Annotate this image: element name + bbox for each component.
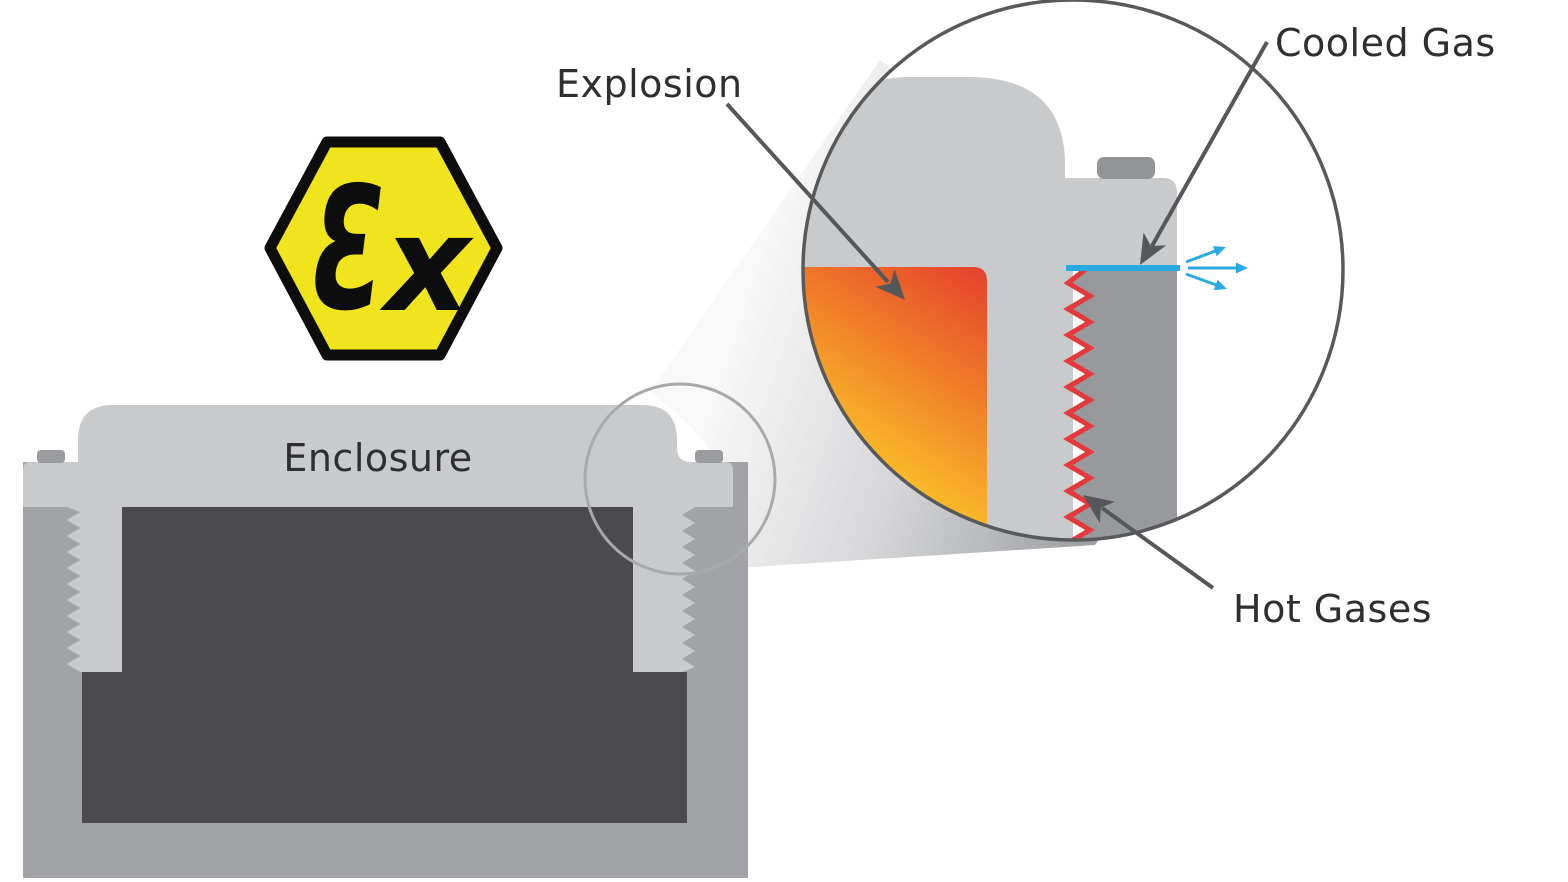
enclosure-interior-cavity: [82, 507, 687, 823]
callout-arrows: [725, 41, 1269, 590]
atex-hexagon: [264, 136, 503, 361]
explosion-arrow: [725, 102, 890, 284]
hot-gas-zigzag: [1063, 267, 1095, 539]
hot-gases-label: Hot Gases: [1233, 587, 1432, 631]
cooled-gas-spray-arrowheads-icon: [1212, 246, 1248, 291]
cooled-gas-arrowhead-icon: [1140, 232, 1167, 265]
magnified-bolt-icon: [1097, 157, 1155, 179]
magnified-detail-view: [801, 0, 1345, 542]
atex-epsilon-glyph: Ɛ: [312, 152, 385, 349]
bolt-right-icon: [695, 450, 723, 463]
enclosure-lid: [23, 405, 733, 672]
atex-ex-icon: Ɛ x: [264, 136, 503, 361]
explosion-label: Explosion: [556, 62, 743, 106]
flamepath-wall: [1068, 267, 1177, 539]
bolt-left-icon: [37, 450, 65, 463]
enclosure-label: Enclosure: [283, 436, 472, 480]
cooled-gas-arrow: [1150, 41, 1269, 247]
enclosure-cross-section: Enclosure: [23, 405, 748, 878]
cooled-gas-spray-arrows-icon: [1185, 248, 1239, 288]
cooled-gas-label: Cooled Gas: [1275, 21, 1496, 65]
explosion-arrowhead-icon: [875, 269, 905, 300]
hot-gases-arrowhead-icon: [1083, 495, 1115, 523]
atex-x-glyph: x: [379, 188, 474, 342]
magnified-view-outline: [801, 0, 1345, 542]
zoom-source-circle: [583, 382, 777, 576]
hot-gases-arrow: [1100, 506, 1215, 590]
